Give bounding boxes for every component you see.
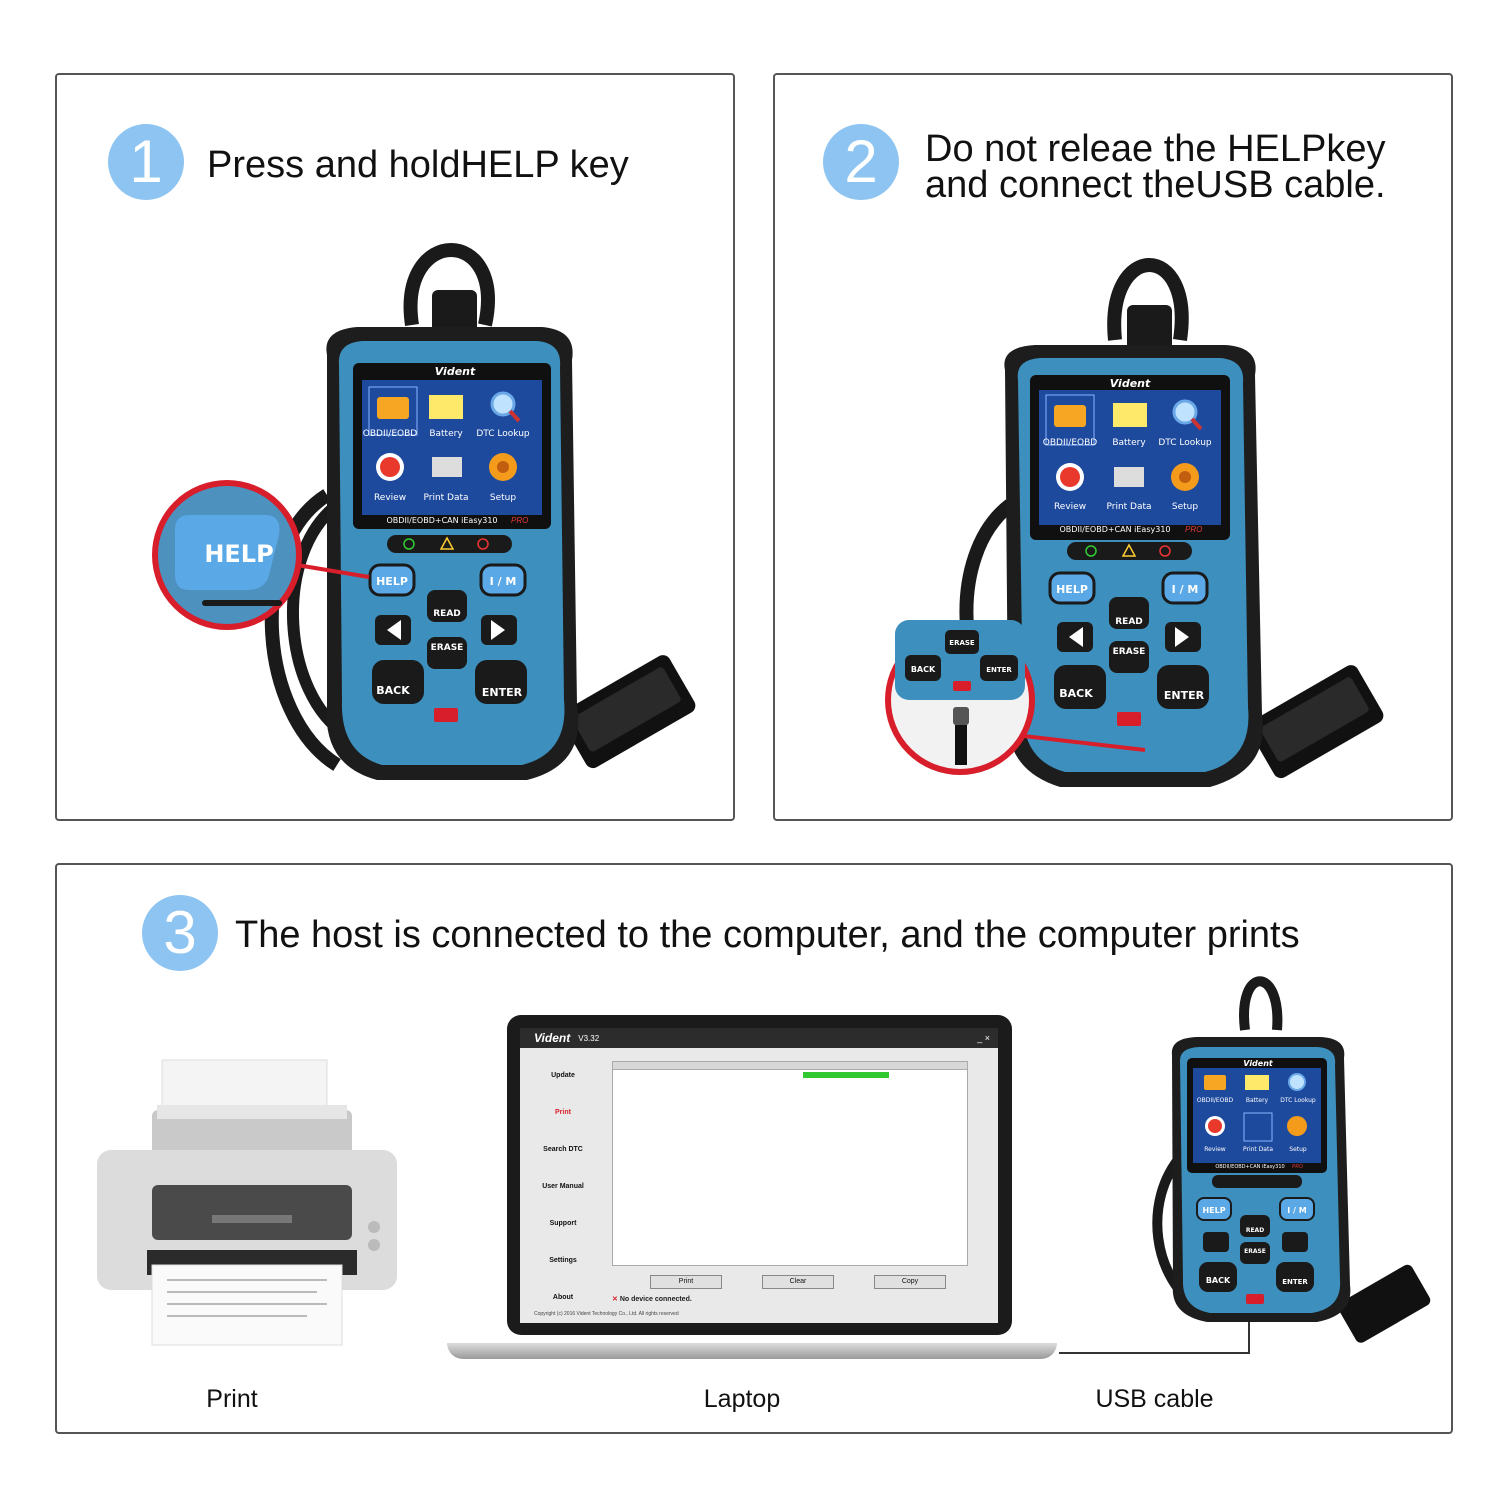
step-2-text: Do not releae the HELPkey and connect th… (925, 128, 1386, 206)
d2-read-key: READ (1115, 617, 1143, 627)
menu-setup: Setup (490, 493, 516, 503)
im-key-label: I / M (490, 575, 517, 588)
erase-key-label: ERASE (431, 643, 464, 653)
sidebar-support[interactable]: Support (549, 1220, 577, 1227)
d3-menu-print: Print Data (1243, 1146, 1273, 1153)
read-key-label: READ (433, 609, 461, 619)
printer-caption: Print (206, 1385, 258, 1413)
copyright-text: Copyright (c) 2016 Vident Technology Co.… (534, 1311, 679, 1317)
zoom-erase-key: ERASE (949, 639, 975, 647)
scanner-device-3: Vident OBDII/EOBD Battery DTC Lookup Rev… (1152, 976, 1431, 1343)
scanner-device-1: Vident OBDII/EOBD Battery DTC Lookup Rev… (152, 243, 696, 780)
d2-back-key: BACK (1059, 687, 1093, 700)
d2-menu-dtc: DTC Lookup (1158, 438, 1212, 448)
d2-erase-key: ERASE (1113, 647, 1146, 657)
step-1-panel: 1 Press and holdHELP key Vident OBDII/EO… (55, 73, 735, 821)
d2-model-suffix: PRO (1185, 525, 1202, 534)
connection-status: ✕ No device connected. (612, 1295, 692, 1303)
back-key-label: BACK (376, 684, 410, 697)
step-3-text: The host is connected to the computer, a… (235, 914, 1300, 956)
print-button[interactable]: Print (650, 1275, 722, 1289)
enter-key-label: ENTER (482, 686, 523, 699)
menu-review: Review (374, 493, 406, 503)
zoom-enter-key: ENTER (986, 666, 1012, 674)
menu-obd: OBDII/EOBD (363, 429, 417, 439)
software-list-area[interactable] (612, 1061, 968, 1266)
menu-print: Print Data (423, 493, 468, 503)
step-1-number: 1 (108, 124, 184, 200)
d2-menu-review: Review (1054, 502, 1086, 512)
d2-model: OBDII/EOBD+CAN iEasy310 (1060, 525, 1171, 534)
d3-menu-battery: Battery (1246, 1097, 1269, 1104)
d3-enter-key: ENTER (1282, 1278, 1308, 1286)
sidebar-user-manual[interactable]: User Manual (542, 1183, 584, 1190)
clear-button[interactable]: Clear (762, 1275, 834, 1289)
d2-menu-battery: Battery (1112, 438, 1146, 448)
menu-dtc: DTC Lookup (476, 429, 530, 439)
d2-enter-key: ENTER (1164, 689, 1205, 702)
d2-im-key: I / M (1172, 583, 1199, 596)
laptop-caption: Laptop (703, 1385, 781, 1413)
status-text: No device connected. (619, 1296, 692, 1303)
software-brand: Vident (534, 1031, 571, 1045)
device-model: OBDII/EOBD+CAN iEasy310 (387, 516, 498, 525)
sidebar-update[interactable]: Update (551, 1072, 575, 1079)
sidebar-print[interactable]: Print (555, 1109, 571, 1116)
d3-menu-dtc: DTC Lookup (1280, 1097, 1316, 1104)
software-window: Vident V3.32 _ × Update Print Search DTC… (520, 1028, 998, 1323)
software-sidebar: Update Print Search DTC User Manual Supp… (520, 1048, 606, 1308)
usb-cable-caption: USB cable (1095, 1385, 1214, 1413)
step-2-panel: 2 Do not releae the HELPkey and connect … (773, 73, 1453, 821)
menu-battery: Battery (429, 429, 463, 439)
d2-menu-setup: Setup (1172, 502, 1198, 512)
status-error-icon: ✕ (612, 1296, 618, 1303)
device-brand: Vident (435, 365, 476, 378)
step-1-text: Press and holdHELP key (207, 144, 629, 186)
d3-brand: Vident (1243, 1059, 1274, 1068)
device-2-brand: Vident (1110, 377, 1151, 390)
d3-menu-setup: Setup (1289, 1146, 1307, 1153)
scanner-device-2: Vident OBDII/EOBD Battery DTC Lookup Rev… (885, 258, 1384, 787)
d3-model: OBDII/EOBD+CAN iEasy310 (1215, 1164, 1284, 1170)
list-header (613, 1062, 967, 1070)
printer-illustration (97, 1059, 397, 1346)
sidebar-about[interactable]: About (552, 1294, 574, 1301)
d3-read-key: READ (1246, 1227, 1264, 1234)
d2-menu-print: Print Data (1106, 502, 1151, 512)
zoom-help-label: HELP (204, 540, 273, 568)
sidebar-settings[interactable]: Settings (549, 1257, 577, 1264)
d3-im-key: I / M (1287, 1206, 1306, 1215)
step-3-number: 3 (142, 895, 218, 971)
sidebar-search-dtc[interactable]: Search DTC (543, 1146, 583, 1153)
software-version: V3.32 (578, 1033, 600, 1043)
step-2-number: 2 (823, 124, 899, 200)
copy-button[interactable]: Copy (874, 1275, 946, 1289)
d3-model-suffix: PRO (1292, 1164, 1303, 1170)
software-titlebar: Vident V3.32 _ × (520, 1028, 998, 1048)
help-key-label: HELP (376, 575, 408, 588)
d3-help-key: HELP (1202, 1206, 1225, 1215)
device-model-suffix: PRO (511, 516, 528, 525)
d2-help-key: HELP (1056, 583, 1088, 596)
progress-bar (803, 1072, 889, 1078)
d2-menu-obd: OBDII/EOBD (1043, 438, 1097, 448)
d3-menu-obd: OBDII/EOBD (1197, 1097, 1234, 1104)
d3-back-key: BACK (1206, 1276, 1231, 1285)
zoom-back-key: BACK (911, 665, 936, 674)
step-3-panel: 3 The host is connected to the computer,… (55, 863, 1453, 1434)
laptop-base (447, 1343, 1057, 1359)
d3-erase-key: ERASE (1244, 1248, 1266, 1255)
usb-cable-line (1059, 1315, 1250, 1354)
d3-menu-review: Review (1204, 1146, 1226, 1153)
window-controls[interactable]: _ × (977, 1033, 990, 1043)
